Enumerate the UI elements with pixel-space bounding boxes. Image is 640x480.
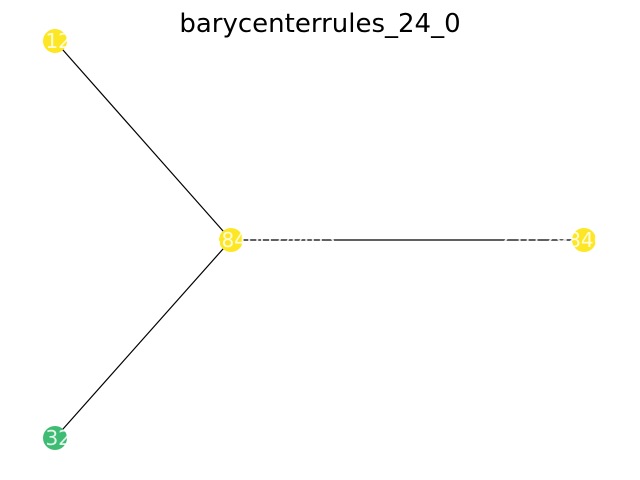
edges-layer (54, 40, 584, 439)
node-label: 3.890438840074405 (126, 228, 336, 252)
graph-node (572, 228, 596, 252)
graph-edge (54, 239, 232, 439)
node-label: 0.2182132143858 (0, 426, 147, 450)
graph-node (43, 29, 67, 53)
graph-node (43, 426, 67, 450)
labels-layer: 4.199881122369926 3.890438840074405 2.0129… (0, 29, 640, 450)
nodes-layer (43, 29, 596, 450)
graph-node (219, 228, 243, 252)
node-label: 2.012984092797 (498, 228, 640, 252)
node-label: 4.199881122369926 (0, 29, 160, 53)
graph-edge (54, 40, 232, 241)
graph-title: barycenterrules_24_0 (179, 9, 460, 39)
